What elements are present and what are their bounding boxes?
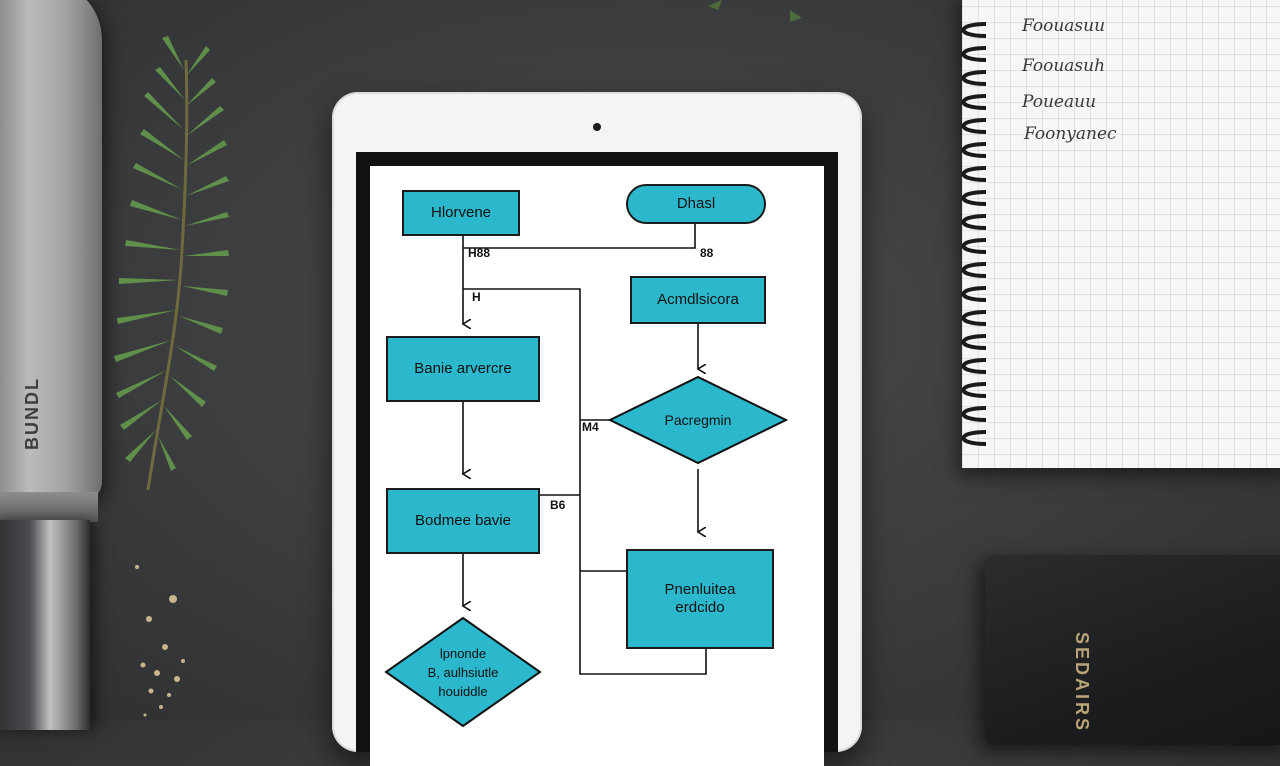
diamond-label-pacregmin: Pacregmin bbox=[664, 411, 732, 428]
book-cover-text: SEDAIRS bbox=[1072, 632, 1092, 734]
leaf-bits bbox=[708, 0, 802, 22]
node-hlorvene: Hlorvene bbox=[402, 190, 520, 236]
crumbs bbox=[135, 565, 185, 717]
diamond-label-lpnonde: lpnonde B, aulhsiutle houiddle bbox=[427, 645, 499, 699]
spiral-notebook: Foouasuu Foouasuh Poueauu Foonyanec bbox=[962, 0, 1280, 468]
flowchart-connectors bbox=[384, 221, 789, 728]
knife-blade bbox=[0, 0, 102, 500]
rosemary-sprig bbox=[114, 36, 229, 491]
flowchart-screen: Hlorvene Dhasl Acmdlsicora Banie arvercr… bbox=[370, 166, 824, 766]
edge-label-h: H bbox=[472, 290, 481, 304]
knife-brand-text: BUNDL bbox=[22, 377, 42, 450]
note-line-2: Foouasuh bbox=[1022, 56, 1106, 76]
notebook-spiral-binding bbox=[961, 22, 987, 446]
note-line-4: Foonyanec bbox=[1024, 124, 1117, 144]
node-dhasl: Dhasl bbox=[626, 184, 766, 224]
knife-bolster bbox=[0, 492, 98, 522]
note-line-1: Foouasuu bbox=[1022, 16, 1106, 36]
tablet: Hlorvene Dhasl Acmdlsicora Banie arvercr… bbox=[332, 92, 862, 766]
node-acmdlsicora: Acmdlsicora bbox=[630, 276, 766, 324]
front-camera bbox=[593, 123, 601, 131]
knife-handle bbox=[0, 520, 90, 730]
decision-diamond-right bbox=[607, 375, 789, 465]
edge-label-b6: B6 bbox=[550, 498, 566, 512]
leather-book bbox=[985, 555, 1280, 745]
note-line-3: Poueauu bbox=[1022, 92, 1097, 112]
edge-label-88: 88 bbox=[700, 246, 714, 260]
edge-label-m4: M4 bbox=[582, 420, 599, 434]
node-pnenluitea: Pnenluitea erdcido bbox=[626, 549, 774, 649]
screen-bezel: Hlorvene Dhasl Acmdlsicora Banie arvercr… bbox=[356, 152, 838, 766]
node-bodmee-bavie: Bodmee bavie bbox=[386, 488, 540, 554]
node-banie-arvercre: Banie arvercre bbox=[386, 336, 540, 402]
edge-label-h88: H88 bbox=[468, 246, 491, 260]
